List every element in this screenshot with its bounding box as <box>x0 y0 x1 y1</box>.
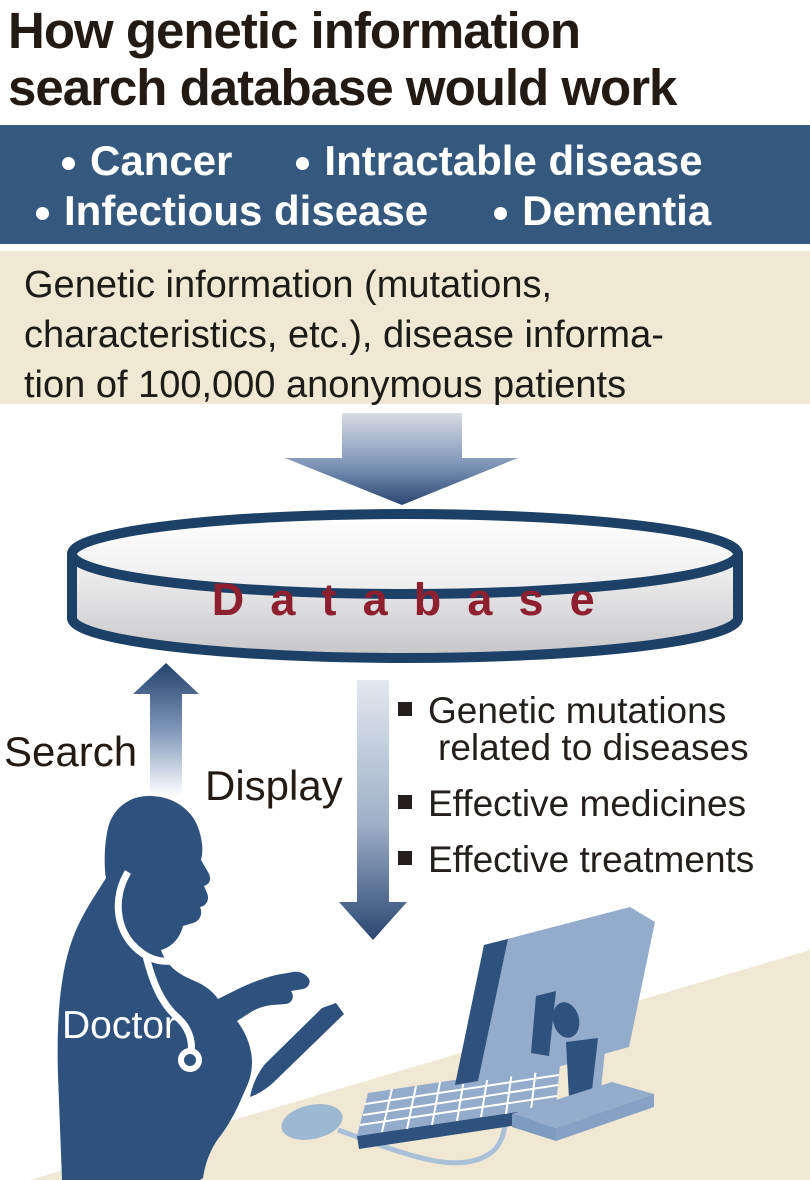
papers-icon <box>250 1003 344 1097</box>
info-line-3: tion of 100,000 anonymous patients <box>24 364 627 406</box>
dot-bullet-icon <box>494 206 508 220</box>
list-item: Effective medicines <box>398 785 810 822</box>
list-item: Effective treatments <box>398 841 810 878</box>
big-down-arrow-icon <box>285 413 518 505</box>
banner-row-1: Cancer Intractable disease <box>62 137 703 185</box>
doctor-label: Doctor <box>62 1004 177 1047</box>
banner-row-2: Infectious disease Dementia <box>36 187 711 235</box>
category-dementia: Dementia <box>494 187 711 235</box>
list-item: Genetic mutations related to diseases <box>398 692 810 766</box>
search-up-arrow-icon <box>133 663 199 796</box>
doctor-silhouette-icon <box>57 795 344 1180</box>
computer <box>281 907 655 1166</box>
database-label: Database <box>211 574 621 625</box>
category-label: Infectious disease <box>64 187 429 234</box>
results-list: Genetic mutations related to diseases Ef… <box>398 692 810 897</box>
search-label: Search <box>4 728 138 775</box>
category-infectious-disease: Infectious disease <box>36 187 428 235</box>
mouse-icon <box>281 1104 343 1140</box>
dot-bullet-icon <box>62 156 75 170</box>
category-banner: Cancer Intractable disease Infectious di… <box>0 125 810 244</box>
mouse-cable <box>337 1067 510 1166</box>
info-line-2: characteristics, etc.), disease informa- <box>24 314 664 356</box>
floor <box>30 950 810 1180</box>
category-cancer: Cancer <box>62 137 232 185</box>
title-line-1: How genetic information <box>8 2 581 59</box>
square-bullet-icon <box>398 702 412 716</box>
list-item-line: Effective treatments <box>428 839 755 880</box>
list-item-line: Effective medicines <box>428 783 747 824</box>
list-item-line: Genetic mutations <box>428 690 727 731</box>
dot-bullet-icon <box>296 156 310 170</box>
category-label: Dementia <box>522 187 712 234</box>
category-label: Intractable disease <box>324 137 703 184</box>
dot-bullet-icon <box>36 206 49 220</box>
title-line-2: search database would work <box>8 59 677 116</box>
square-bullet-icon <box>398 851 412 865</box>
list-item-line: related to diseases <box>438 727 749 768</box>
monitor-icon <box>455 907 655 1141</box>
page-title: How genetic information search database … <box>8 0 808 116</box>
category-intractable-disease: Intractable disease <box>296 137 703 185</box>
display-label: Display <box>205 762 343 809</box>
info-line-1: Genetic information (mutations, <box>24 264 553 306</box>
square-bullet-icon <box>398 795 412 809</box>
display-down-arrow-icon <box>339 680 407 940</box>
keyboard-icon <box>357 1064 560 1149</box>
info-box: Genetic information (mutations, characte… <box>0 251 810 406</box>
category-label: Cancer <box>90 137 233 184</box>
